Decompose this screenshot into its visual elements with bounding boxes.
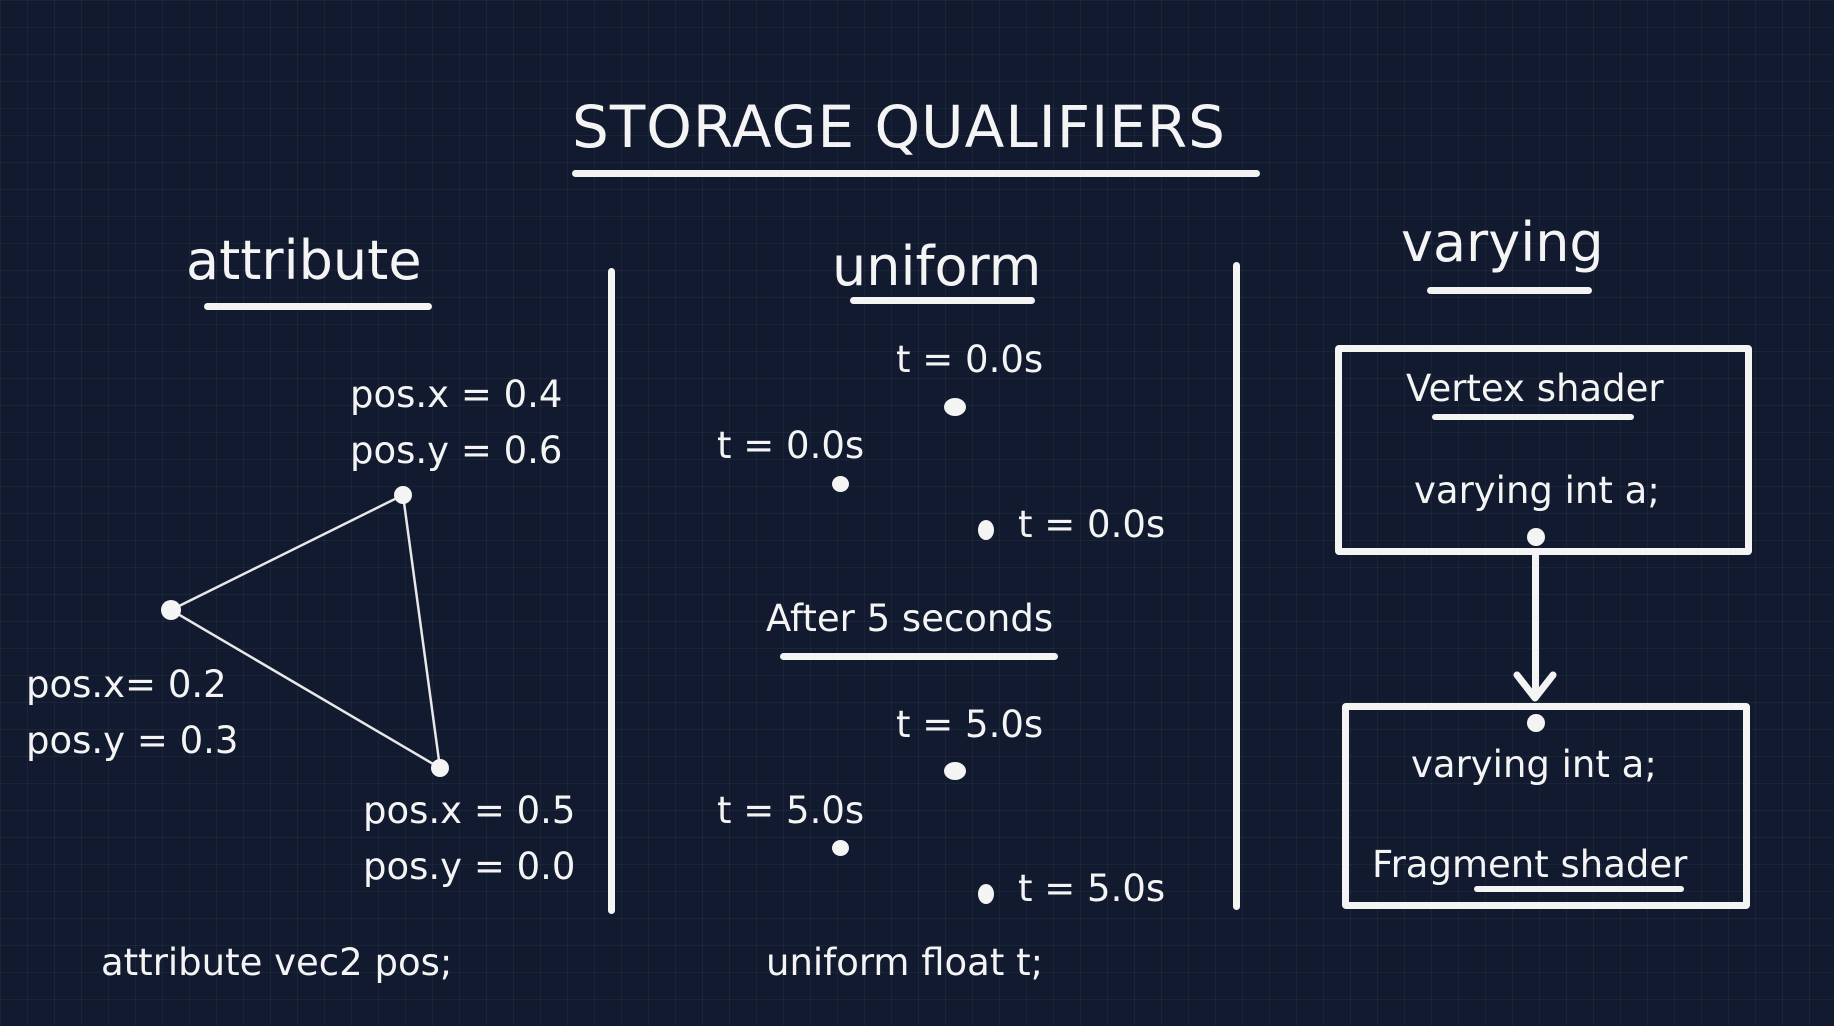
after-5-seconds-underline xyxy=(780,653,1058,660)
varying-heading: varying xyxy=(1401,211,1604,274)
vertex-output-point xyxy=(1527,528,1545,546)
after-5-seconds-label: After 5 seconds xyxy=(766,597,1054,640)
vertex-shader-title: Vertex shader xyxy=(1406,367,1664,410)
triangle-vertex-left xyxy=(161,600,181,620)
column-divider-right xyxy=(1233,262,1240,910)
vertex-shader-box xyxy=(1335,345,1752,555)
triangle-vertex-bottom xyxy=(431,759,449,777)
diagram-title: STORAGE QUALIFIERS xyxy=(572,93,1226,161)
uniform-before-point-top xyxy=(944,398,966,416)
triangle-shape xyxy=(168,493,442,771)
fragment-shader-code: varying int a; xyxy=(1411,743,1657,786)
uniform-heading: uniform xyxy=(832,235,1042,298)
attribute-declaration: attribute vec2 pos; xyxy=(101,941,453,984)
triangle-vertex-top xyxy=(394,486,412,504)
fragment-shader-title-underline xyxy=(1474,886,1684,892)
uniform-heading-underline xyxy=(850,297,1035,304)
vertex-left-pos-x: pos.x= 0.2 xyxy=(26,663,227,706)
uniform-after-point-right xyxy=(978,884,994,904)
uniform-after-label-left: t = 5.0s xyxy=(717,789,865,832)
attribute-heading: attribute xyxy=(186,229,422,292)
vertex-top-pos-x: pos.x = 0.4 xyxy=(350,373,563,416)
vertex-bottom-pos-x: pos.x = 0.5 xyxy=(363,789,576,832)
vertex-top-pos-y: pos.y = 0.6 xyxy=(350,429,563,472)
uniform-before-label-right: t = 0.0s xyxy=(1018,503,1166,546)
vertex-shader-title-underline xyxy=(1432,414,1634,420)
uniform-before-label-top: t = 0.0s xyxy=(896,338,1044,381)
vertex-bottom-pos-y: pos.y = 0.0 xyxy=(363,845,576,888)
fragment-input-point xyxy=(1527,714,1545,732)
fragment-shader-title: Fragment shader xyxy=(1372,843,1688,886)
fragment-shader-box xyxy=(1342,703,1750,909)
uniform-before-point-right xyxy=(978,520,994,540)
vertex-shader-code: varying int a; xyxy=(1414,469,1660,512)
uniform-after-point-left xyxy=(832,840,849,856)
column-divider-left xyxy=(608,268,615,914)
uniform-after-label-top: t = 5.0s xyxy=(896,703,1044,746)
attribute-heading-underline xyxy=(204,303,432,310)
title-underline xyxy=(572,170,1260,177)
varying-heading-underline xyxy=(1427,287,1592,294)
uniform-declaration: uniform float t; xyxy=(766,941,1044,984)
uniform-before-point-left xyxy=(832,476,849,492)
vertex-left-pos-y: pos.y = 0.3 xyxy=(26,719,239,762)
uniform-after-label-right: t = 5.0s xyxy=(1018,867,1166,910)
uniform-before-label-left: t = 0.0s xyxy=(717,424,865,467)
varying-arrow-shaft xyxy=(1532,548,1539,696)
uniform-after-point-top xyxy=(944,762,966,780)
